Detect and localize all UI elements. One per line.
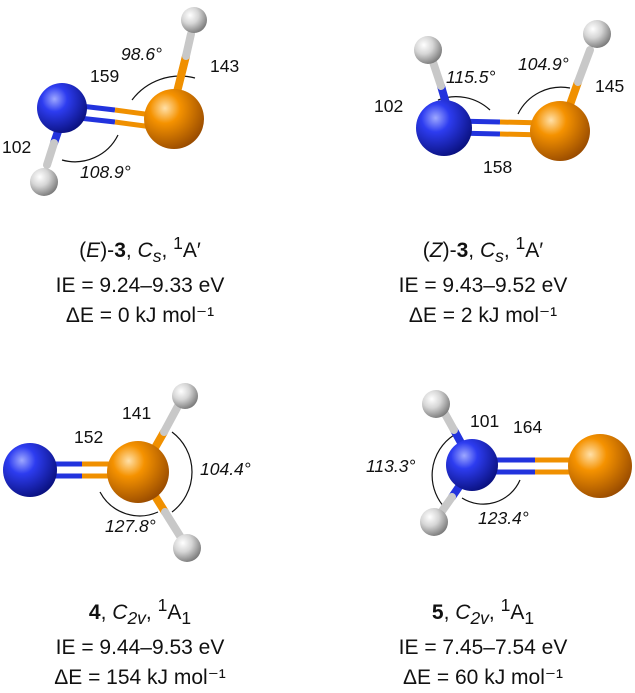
caption-e3: (E)-3, Cs, 1A′ IE = 9.24–9.33 eV ΔE = 0 … <box>0 228 290 331</box>
hydrogen-atom-e3-p <box>181 7 207 33</box>
bond-e3-ph <box>173 30 195 96</box>
caption-5: 5, C2v, 1A1 IE = 7.45–7.54 eV ΔE = 60 kJ… <box>333 590 633 693</box>
hydrogen-atom-z3-p <box>583 20 611 48</box>
molecule-5: 101 164 113.3° 123.4° <box>366 390 632 536</box>
hydrogen-atom-4-upper <box>172 383 198 409</box>
hydrogen-atom-5-upper <box>422 390 450 418</box>
bond-label-5-nh: 101 <box>470 411 499 431</box>
caption-z3-ie: IE = 9.43–9.52 eV <box>398 274 568 298</box>
molecule-4: 152 141 104.4° 127.8° <box>3 383 251 562</box>
angle-label-5-bottom: 123.4° <box>478 508 529 528</box>
phosphorus-atom-4 <box>107 441 169 503</box>
caption-5-ie: IE = 7.45–7.54 eV <box>398 636 568 660</box>
angle-arc-e3-bottom <box>61 134 119 163</box>
bond-label-z3-nh: 102 <box>374 96 403 116</box>
phosphorus-atom-z3 <box>530 101 590 161</box>
hydrogen-atom-5-lower <box>420 508 448 536</box>
angle-arc-4-bottom <box>99 491 159 517</box>
caption-e3-ie: IE = 9.24–9.33 eV <box>55 274 225 298</box>
phosphorus-atom-5 <box>568 434 632 498</box>
nitrogen-atom-5 <box>446 439 498 491</box>
bond-label-e3-ph: 143 <box>210 56 239 76</box>
angle-label-e3-bottom: 108.9° <box>80 162 131 182</box>
bond-label-e3-np: 159 <box>90 66 119 86</box>
angle-label-e3-top: 98.6° <box>121 44 162 64</box>
caption-5-title: 5, C2v, 1A1 <box>431 595 535 629</box>
hydrogen-atom-4-lower <box>173 534 201 562</box>
caption-e3-de: ΔE = 0 kJ mol⁻¹ <box>65 304 215 328</box>
hydrogen-atom-e3-n <box>30 168 58 196</box>
angle-label-z3-p: 104.9° <box>518 54 569 74</box>
angle-arc-5-left <box>431 434 455 511</box>
caption-4: 4, C2v, 1A1 IE = 9.44–9.53 eV ΔE = 154 k… <box>0 590 290 693</box>
caption-z3-title: (Z)-3, Cs, 1A′ <box>422 233 544 267</box>
bond-label-5-np: 164 <box>513 417 542 437</box>
caption-5-de: ΔE = 60 kJ mol⁻¹ <box>403 666 563 690</box>
caption-4-ie: IE = 9.44–9.53 eV <box>55 636 225 660</box>
nitrogen-atom-z3 <box>416 100 472 156</box>
molecule-e3: 159 143 102 98.6° 108.9° <box>2 7 239 196</box>
angle-label-4-right: 104.4° <box>200 459 251 479</box>
angle-arc-z3-p <box>517 86 571 115</box>
caption-4-title: 4, C2v, 1A1 <box>88 595 192 629</box>
caption-e3-title: (E)-3, Cs, 1A′ <box>79 233 201 267</box>
bond-label-z3-ph: 145 <box>595 76 624 96</box>
bond-label-e3-nh: 102 <box>2 137 31 157</box>
bond-label-4-np: 152 <box>74 427 103 447</box>
molecule-z3: 102 158 145 115.5° 104.9° <box>374 20 624 177</box>
angle-label-5-left: 113.3° <box>366 456 416 476</box>
angle-label-4-bottom: 127.8° <box>105 516 156 536</box>
caption-z3-de: ΔE = 2 kJ mol⁻¹ <box>408 304 558 328</box>
hydrogen-atom-z3-n <box>414 36 442 64</box>
bond-label-z3-np: 158 <box>483 157 512 177</box>
phosphorus-atom-e3 <box>144 89 204 149</box>
nitrogen-atom-e3 <box>37 83 87 133</box>
angle-arc-e3-top <box>131 75 196 101</box>
caption-4-de: ΔE = 154 kJ mol⁻¹ <box>54 666 226 690</box>
bond-5-np-double <box>488 457 580 475</box>
angle-label-z3-n: 115.5° <box>446 67 496 87</box>
angle-arc-4-right <box>171 431 193 513</box>
nitrogen-atom-4 <box>3 443 57 497</box>
bond-label-4-ph: 141 <box>122 403 151 423</box>
caption-z3: (Z)-3, Cs, 1A′ IE = 9.43–9.52 eV ΔE = 2 … <box>333 228 633 331</box>
angle-arc-5-bottom <box>461 479 521 505</box>
